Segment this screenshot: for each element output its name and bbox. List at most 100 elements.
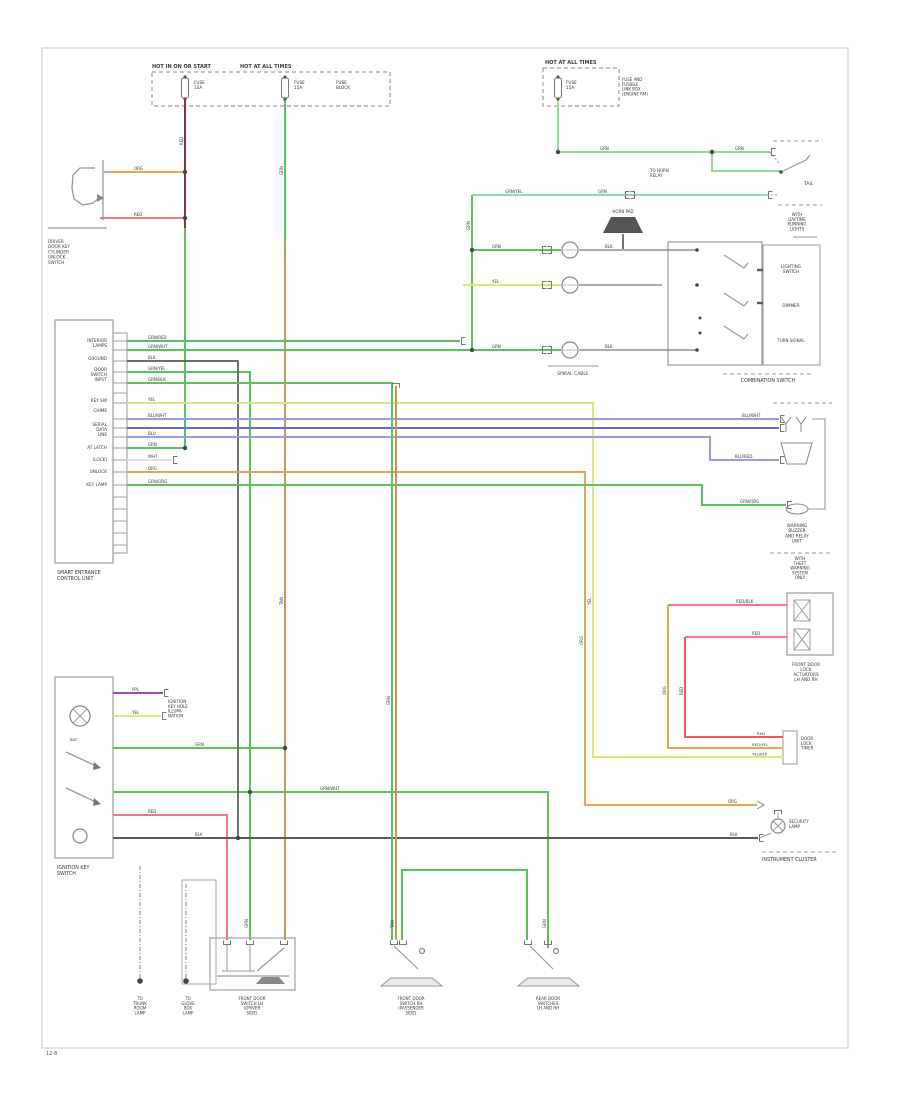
instrument-cluster-label: INSTRUMENT CLUSTER <box>762 857 817 863</box>
wire-label-grn-472: GRN <box>466 221 471 230</box>
wire-org-actuator-loop <box>667 605 783 749</box>
key-switch-arrow-2 <box>65 787 97 803</box>
relay-unit-rail <box>808 418 826 510</box>
junction-grn-748 <box>282 745 288 751</box>
drop-2-end <box>183 978 189 984</box>
pin-yel-key-end <box>162 712 167 720</box>
wire-label-timer-1: RED <box>757 731 765 736</box>
module-pin-chime: CHIME <box>93 408 107 413</box>
spiral-cable-label: SPIRAL CABLE <box>557 371 589 377</box>
conn-spiral-2-b <box>547 281 552 289</box>
door-switch-3-ground-plate <box>516 977 581 987</box>
pivot-lighting-lever <box>779 170 783 174</box>
buzzer-horn-body <box>780 442 813 465</box>
wire-label-ppl: PPL <box>132 687 140 692</box>
wire-blu-data-3 <box>127 436 779 461</box>
conn-return-a <box>625 191 630 199</box>
wire-label-timer-2: RED/YEL <box>752 742 769 747</box>
key-switch-arrowhead-2 <box>93 798 101 806</box>
wire-grn-lighting-branch <box>711 152 780 172</box>
door-switch-2-lever <box>393 945 419 970</box>
horn-pad-label: HORN PAD <box>612 209 633 214</box>
lock-actuator-element-2 <box>793 628 811 651</box>
pin-bulb-top <box>774 810 782 815</box>
wire-label-792: GRN/WHT <box>320 786 340 791</box>
wire-yel-module-row-403 <box>127 402 783 758</box>
conn-spiral-2-a <box>542 281 547 289</box>
contact-comb-350 <box>695 348 699 352</box>
actuator-x-2b <box>793 628 811 651</box>
pin-blu-3 <box>780 456 785 464</box>
junction-spiral-350 <box>469 347 475 353</box>
module-pin-ground: GROUND <box>88 356 107 361</box>
banner-hot-at-all-times-left: HOT AT ALL TIMES <box>240 64 292 70</box>
pin-switch-return <box>768 191 773 199</box>
module-pin-ticks <box>113 340 127 546</box>
junction-blk-bus <box>235 835 241 841</box>
pin-ppl-end <box>164 689 169 697</box>
pin-tan-door2-top <box>392 383 400 388</box>
wire-label-grn-feed-2: GRN <box>735 146 744 151</box>
row-label-361: BLK <box>148 355 156 360</box>
wire-grn-module-row-485 <box>127 484 786 506</box>
pin-blk-cluster <box>759 834 764 842</box>
pin-blu-1 <box>780 415 785 423</box>
wire-label-red-vert: RED <box>179 137 184 145</box>
pin-grn-row1-end <box>461 337 466 345</box>
row-label-437: BLU <box>148 431 156 436</box>
wire-grn-module-row-372-drop <box>127 371 251 940</box>
row-label-472: ORG <box>148 466 157 471</box>
wire-label-org-loop: ORG <box>662 686 667 695</box>
combination-switch-box <box>667 241 763 366</box>
pin-wht-row-end <box>173 456 178 464</box>
tail-position-label: TAIL <box>803 181 814 187</box>
row-label-460: WHT <box>148 454 158 459</box>
connector-arrow-org <box>756 800 766 810</box>
wire-label-red-act1: RED/BLK <box>736 599 754 604</box>
relay-coil-symbol <box>785 503 809 515</box>
contact-comb-aux-2 <box>698 331 702 335</box>
door-switch-2-ground-plate <box>379 977 444 987</box>
wire-label-org-cluster: ORG <box>728 799 737 804</box>
banner-hot-at-all-times: HOT AT ALL TIMES <box>545 60 597 66</box>
combination-switch-label: COMBINATION SWITCH <box>741 378 796 384</box>
wire-label-grn-return-1: GRN/YEL <box>505 189 523 194</box>
control-module-pin-column <box>112 332 128 554</box>
wire-label-grn-door1: GRN <box>244 919 249 928</box>
key-switch-arrow-1 <box>65 751 97 767</box>
pin-door1-grn <box>246 940 254 945</box>
wire-label-grn-relay: GRN/ORG <box>740 499 759 504</box>
key-bat-label: BAT <box>70 737 78 742</box>
key-cylinder-arrowhead <box>97 194 104 202</box>
wire-label-blk-1: BLK <box>195 832 203 837</box>
wire-blk-module-row-361 <box>127 360 239 838</box>
door-switch-2-contact <box>418 947 426 955</box>
contact-comb-285 <box>695 283 699 287</box>
junction-grn-792 <box>247 789 253 795</box>
comb-switch-lever-2 <box>723 292 749 307</box>
conn-spiral-1-a <box>542 246 547 254</box>
row-label-485: GRN/ORG <box>148 479 167 484</box>
row-label-372: GRN/YEL <box>148 366 166 371</box>
pin-door1-tan <box>280 940 288 945</box>
wire-red-actuator-loop <box>684 637 783 738</box>
wire-label-blk-2: BLK <box>730 832 738 837</box>
wire-label-yel-key: YEL <box>131 710 140 715</box>
wire-label-spiral-350b: BLK <box>605 344 613 349</box>
wire-label-grn-door2: GRN <box>386 696 391 705</box>
cluster-bulb-x2 <box>772 820 784 832</box>
